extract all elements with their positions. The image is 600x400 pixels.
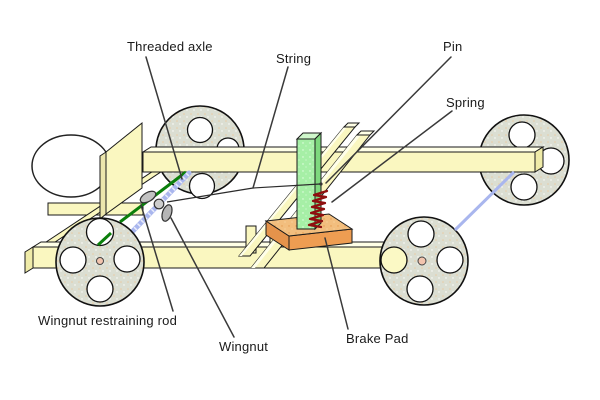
wheel-hole — [113, 245, 141, 273]
pin-leader-line — [325, 56, 452, 184]
wheel-hub — [417, 256, 427, 266]
label-wingnut: Wingnut — [219, 339, 269, 354]
egg-shape — [31, 134, 111, 198]
front-left-wheel — [55, 217, 145, 307]
label-brake-pad: Brake Pad — [346, 331, 409, 346]
wheel-hole — [406, 275, 434, 303]
label-threaded-axle: Threaded axle — [127, 39, 213, 54]
panel-board — [105, 121, 143, 215]
label-wingnut-restraining-rod: Wingnut restraining rod — [38, 313, 177, 328]
wheel-hole — [186, 116, 214, 144]
rod-through-hole — [96, 231, 113, 247]
wheel-hole — [407, 220, 435, 248]
wheel-hole — [508, 121, 536, 149]
wheel-hole — [436, 246, 464, 274]
panel-edge — [99, 151, 107, 221]
string-leader-line — [252, 66, 289, 189]
wheel-hole-showing-rail — [380, 246, 408, 274]
wheel-hole — [510, 173, 538, 201]
wingnut-restraining-rod-leader-line — [140, 204, 174, 312]
spring-coil — [307, 189, 329, 229]
threaded-axle-leader-line — [145, 56, 183, 180]
front-right-wheel — [379, 216, 469, 306]
wheel-hole — [188, 172, 216, 200]
label-string: String — [276, 51, 312, 66]
wingnut-shape — [139, 190, 173, 222]
wingnut-leader-line — [170, 217, 235, 338]
brake-pad-leader-line — [324, 237, 349, 330]
label-pin: Pin — [443, 39, 463, 54]
wheel-hub — [96, 257, 104, 265]
pin-dot — [319, 182, 323, 186]
spring-leader-line — [331, 110, 453, 203]
front-axle-shape — [453, 170, 516, 232]
label-spring: Spring — [446, 95, 485, 110]
wheel-hole — [59, 246, 87, 274]
leader-lines — [140, 56, 453, 338]
wheel-hole — [86, 275, 114, 303]
